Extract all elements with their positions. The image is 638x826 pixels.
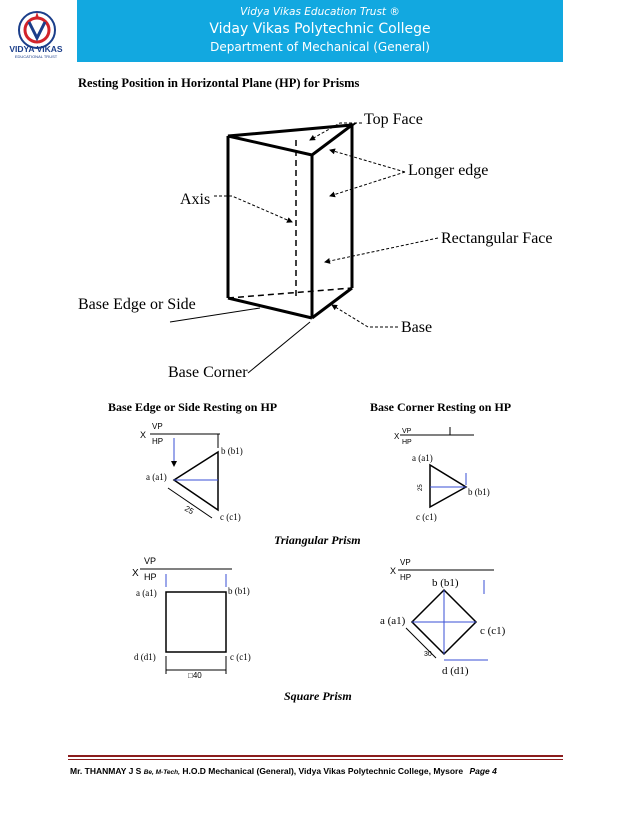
logo-text: VIDYA VIKAS (9, 44, 63, 54)
footer-author: Mr. THANMAY J S (70, 766, 142, 776)
logo-subtext: EDUCATIONAL TRUST (14, 54, 58, 59)
sq-left-b: b (b1) (228, 586, 250, 596)
tri-right-diagram: X VP HP a (a1) b (b1) c (c1) 25 (394, 427, 490, 522)
tri-right-b: b (b1) (468, 487, 490, 497)
right-title: Base Corner Resting on HP (370, 400, 512, 414)
prism-diagram: Top Face Longer edge Axis Rectangular Fa… (78, 111, 553, 381)
tri-right-x: X (394, 432, 400, 441)
label-top-face: Top Face (364, 111, 423, 128)
label-base: Base (401, 319, 432, 336)
sq-right-dim: 30 (424, 651, 432, 658)
sq-left-diagram: X VP HP a (a1) b (b1) d (d1) c (c1) □40 (132, 556, 251, 680)
label-base-corner: Base Corner (168, 364, 248, 381)
tri-left-diagram: X VP HP b (b1) a (a1) c (c1) 25 (140, 422, 243, 522)
page-heading: Resting Position in Horizontal Plane (HP… (78, 76, 360, 90)
tri-left-b: b (b1) (221, 446, 243, 456)
tri-left-c: c (c1) (220, 512, 241, 522)
label-longer-edge: Longer edge (408, 162, 488, 179)
tri-right-a: a (a1) (412, 453, 433, 463)
leader-lines (169, 122, 439, 374)
label-base-edge: Base Edge or Side (78, 296, 196, 313)
sq-left-d: d (d1) (134, 652, 156, 662)
footer-rule-thin (68, 759, 563, 760)
tri-right-vp: VP (402, 428, 412, 435)
sq-left-a: a (a1) (136, 588, 157, 598)
tri-right-dim: 25 (418, 484, 424, 491)
sq-left-hp: HP (144, 572, 157, 582)
sq-right-c: c (c1) (480, 625, 506, 637)
logo-emblem (18, 11, 56, 49)
prism-outline (226, 123, 358, 320)
college-name: Viday Vikas Polytechnic College (209, 21, 431, 37)
sq-right-hp: HP (400, 573, 411, 582)
footer-rule (68, 755, 563, 757)
tri-left-a: a (a1) (146, 472, 167, 482)
tri-left-vp: VP (152, 422, 163, 431)
left-title: Base Edge or Side Resting on HP (108, 400, 278, 414)
sq-left-x: X (132, 568, 139, 579)
sq-left-dim: □40 (188, 671, 202, 680)
sq-left-c: c (c1) (230, 652, 251, 662)
footer-page: Page 4 (469, 766, 497, 776)
footer-details: H.O.D Mechanical (General), Vidya Vikas … (182, 766, 464, 776)
footer: Mr. THANMAY J S Be, M-Tech, H.O.D Mechan… (70, 766, 570, 776)
tri-left-x: X (140, 430, 146, 440)
sq-right-a: a (a1) (380, 615, 406, 627)
tri-left-hp: HP (152, 437, 163, 446)
sq-right-diagram: X VP HP b (b1) a (a1) c (c1) d (d1) 30 (380, 558, 506, 677)
tri-right-hp: HP (402, 439, 412, 446)
trust-name: Vidya Vikas Education Trust ® (240, 6, 400, 18)
label-rectangular-face: Rectangular Face (441, 230, 553, 247)
sq-right-x: X (390, 566, 396, 576)
department-name: Department of Mechanical (General) (210, 40, 430, 54)
sq-right-b: b (b1) (432, 577, 459, 589)
header-banner: Vidya Vikas Education Trust ® Viday Vika… (77, 0, 563, 62)
sq-left-vp: VP (144, 556, 156, 566)
footer-degrees: Be, M-Tech, (143, 769, 180, 776)
sq-right-vp: VP (400, 558, 411, 567)
square-caption: Square Prism (284, 689, 352, 703)
logo (5, 8, 69, 64)
sq-right-d: d (d1) (442, 665, 469, 677)
label-axis: Axis (180, 191, 210, 208)
tri-right-c: c (c1) (416, 512, 437, 522)
hidden-lines (227, 140, 353, 299)
triangular-caption: Triangular Prism (274, 533, 361, 547)
